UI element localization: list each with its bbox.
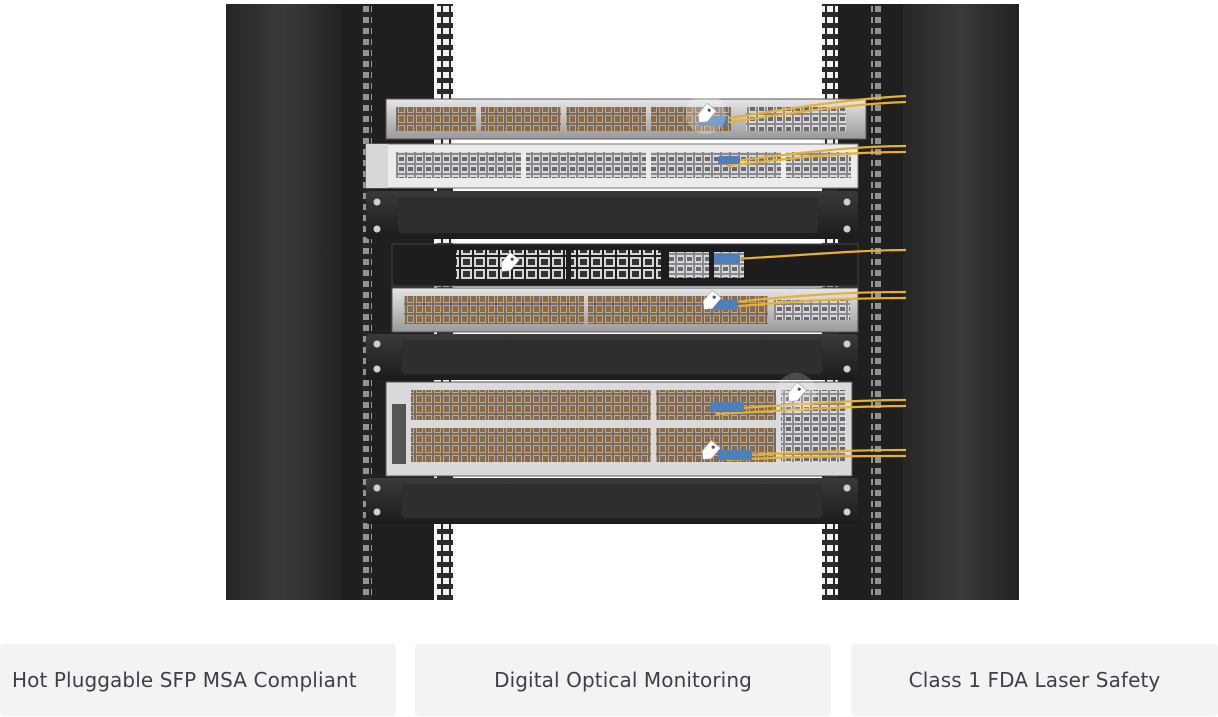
feature-laser-safety[interactable]: Class 1 FDA Laser Safety — [851, 644, 1218, 716]
rack-illustration — [226, 4, 1019, 600]
feature-highlights: Hot Pluggable SFP MSA Compliant Digital … — [0, 644, 1218, 716]
feature-digital-monitoring[interactable]: Digital Optical Monitoring — [415, 644, 831, 716]
fiber-cables — [703, 94, 907, 462]
feature-label: Class 1 FDA Laser Safety — [908, 668, 1161, 692]
switch-5 — [385, 381, 853, 477]
feature-hot-pluggable[interactable]: Hot Pluggable SFP MSA Compliant — [0, 644, 396, 716]
feature-label: Hot Pluggable SFP MSA Compliant — [12, 668, 357, 692]
price-tag-icon[interactable] — [698, 439, 721, 463]
price-tag-icon[interactable] — [768, 365, 824, 421]
switch-4 — [391, 287, 859, 333]
feature-label: Digital Optical Monitoring — [494, 668, 752, 692]
switch-3 — [391, 243, 859, 287]
switch-2 — [365, 143, 859, 189]
price-tag-icon[interactable] — [699, 289, 722, 313]
product-rack-image — [226, 4, 1019, 600]
switch-1 — [385, 98, 867, 140]
price-tag-icon[interactable] — [497, 251, 520, 275]
price-tag-icon[interactable] — [678, 86, 734, 142]
